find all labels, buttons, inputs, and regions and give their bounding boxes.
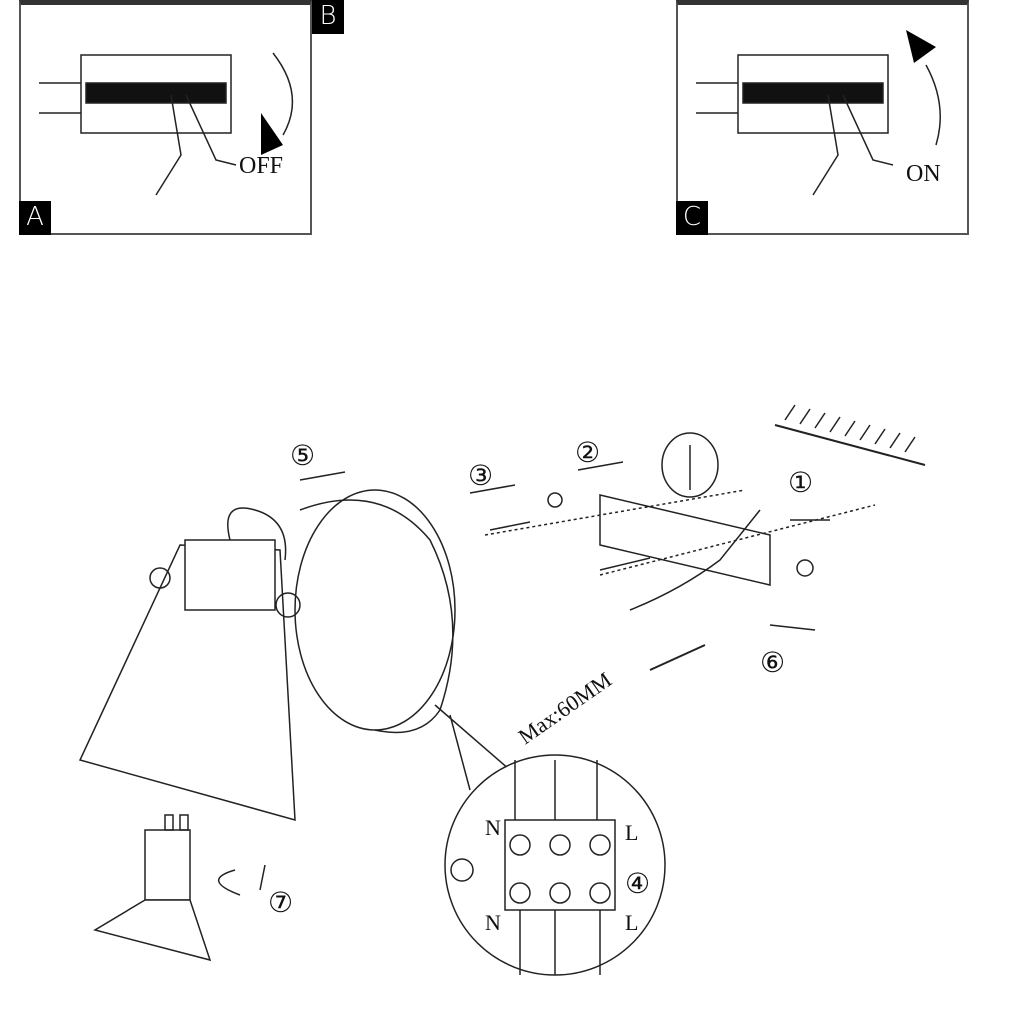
step-5: ⑤	[290, 441, 315, 472]
breaker-off-illustration	[39, 52, 294, 196]
breaker-on-illustration	[696, 30, 941, 196]
step-6: ⑥	[760, 648, 785, 679]
max-length-label: Max:60MM	[514, 667, 616, 749]
terminal-n-top: N	[485, 815, 501, 840]
panel-switch-off: OFF A B	[19, 0, 344, 235]
panel-label-c: C	[676, 201, 708, 235]
terminal-l-top: L	[625, 820, 638, 845]
step-4: ④	[625, 869, 650, 900]
panel-switch-on: ON C	[676, 0, 969, 235]
on-label: ON	[906, 161, 941, 187]
step-3: ③	[468, 461, 493, 492]
panel-label-b: B	[312, 0, 344, 34]
step-2: ②	[575, 438, 600, 469]
step-7: ⑦	[268, 888, 293, 919]
panel-label-a: A	[19, 201, 51, 235]
terminal-l-bottom: L	[625, 910, 638, 935]
step-1: ①	[788, 468, 813, 499]
off-label: OFF	[239, 153, 284, 179]
terminal-n-bottom: N	[485, 910, 501, 935]
